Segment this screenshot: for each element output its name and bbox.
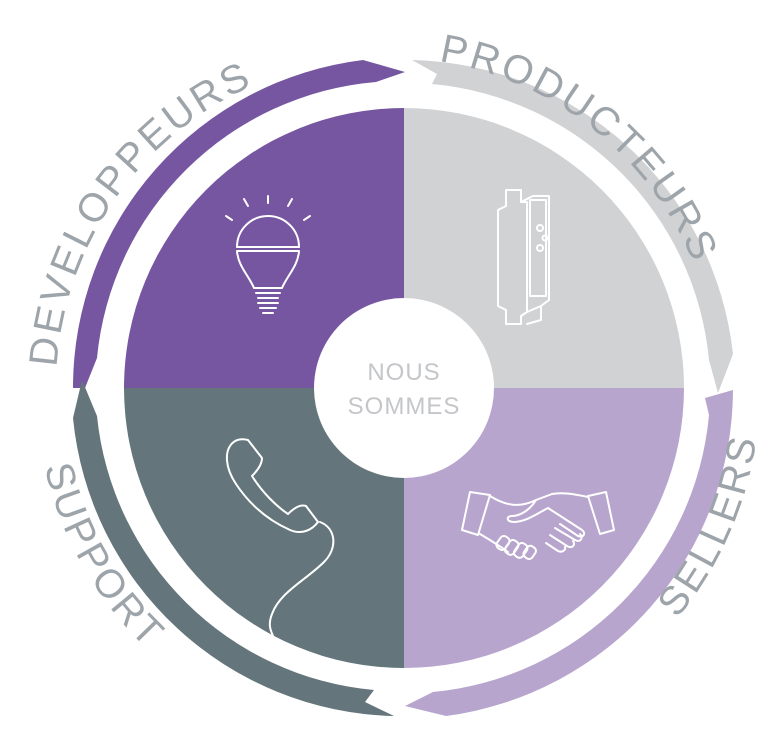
- ring-arrow-producteurs: [412, 60, 733, 393]
- ring-arrow-sellers: [405, 390, 733, 716]
- handshake-icon: [461, 491, 615, 561]
- phone-handset-icon: [225, 438, 335, 639]
- center-label-line1: NOUS: [367, 359, 440, 386]
- ring-arrow-support: [73, 380, 394, 716]
- din-rail-module-icon: [497, 189, 550, 325]
- quadrant-support: [124, 388, 404, 668]
- quadrant-sellers: [404, 388, 684, 668]
- center-label-line2: SOMMES: [348, 393, 461, 420]
- lightbulb-icon: [225, 195, 311, 314]
- center-circle: [314, 298, 494, 478]
- ring-arrow-developpeurs: [72, 60, 405, 388]
